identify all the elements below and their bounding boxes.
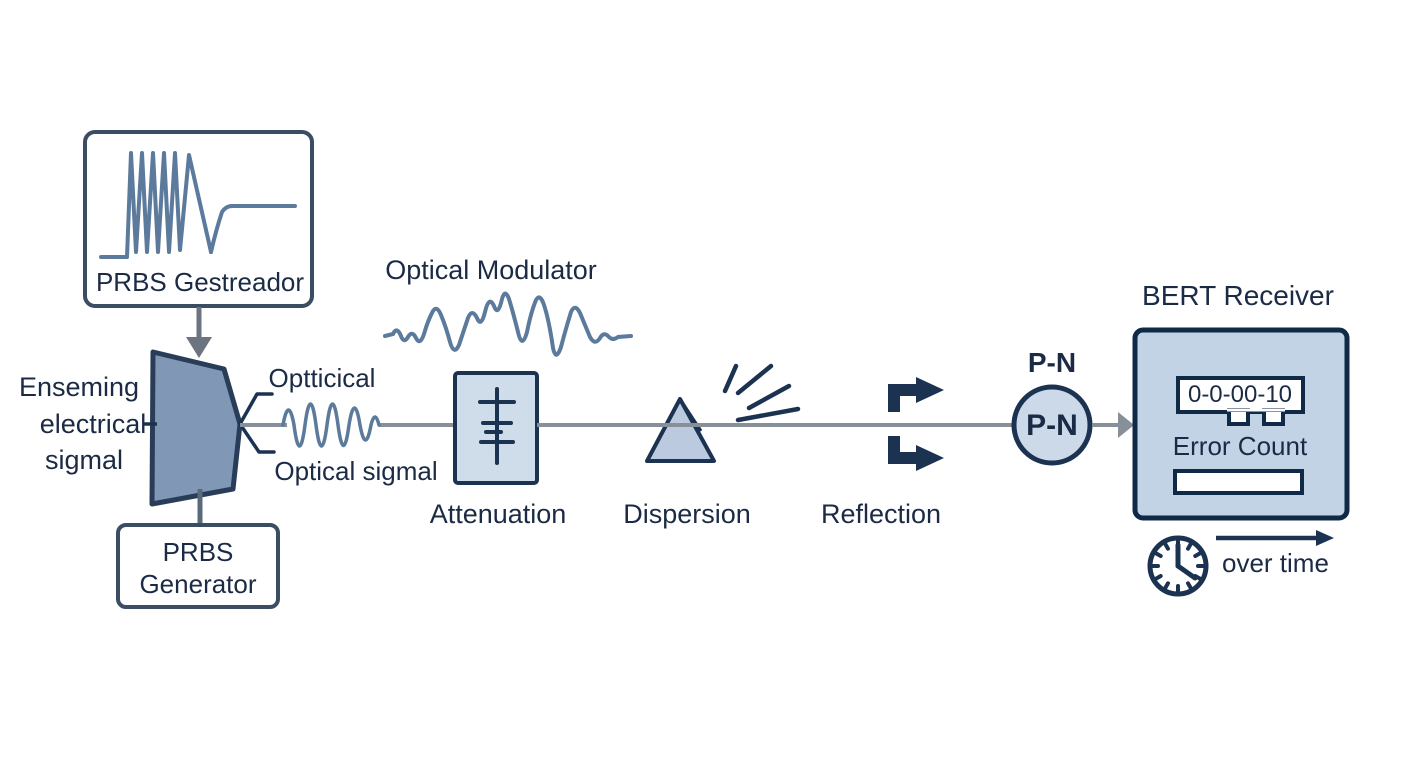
prbs-source-label: PRBS Gestreador bbox=[95, 267, 305, 297]
sine-wave-icon bbox=[281, 402, 381, 448]
modulated-waveform-icon bbox=[383, 291, 633, 357]
over-time-arrow-icon bbox=[1216, 530, 1334, 546]
incoming-signal-label-line3: sigmal bbox=[44, 445, 124, 475]
optical-modulator-label: Optical Modulator bbox=[385, 255, 597, 285]
pn-label-inside: P-N bbox=[1026, 409, 1078, 442]
error-count-label: Error Count bbox=[1172, 431, 1308, 461]
attenuation-label: Attenuation bbox=[429, 499, 567, 529]
attenuator-icon bbox=[478, 387, 516, 465]
clock-icon bbox=[1147, 535, 1209, 597]
prbs-waveform-tail bbox=[209, 204, 297, 254]
error-display-value: 0-0-00-10 bbox=[1187, 381, 1293, 408]
optical-output-top-label: Optticical bbox=[268, 363, 376, 393]
over-time-label: over time bbox=[1222, 548, 1329, 578]
incoming-signal-label-line1: Enseming bbox=[18, 372, 140, 402]
reflection-label: Reflection bbox=[820, 499, 942, 529]
output-branch-lines bbox=[238, 392, 276, 454]
display-notches-icon bbox=[1227, 408, 1285, 426]
pn-label-above: P-N bbox=[1027, 347, 1077, 378]
bert-receiver-title: BERT Receiver bbox=[1142, 280, 1334, 311]
prbs-waveform-icon bbox=[99, 151, 213, 259]
light-rays-icon bbox=[722, 363, 801, 423]
down-arrow-icon bbox=[186, 337, 212, 358]
optical-output-bottom-label: Optical sigmal bbox=[274, 456, 438, 486]
incoming-signal-label-line2: electrical bbox=[39, 409, 147, 439]
prism-icon bbox=[645, 397, 716, 463]
dispersion-label: Dispersion bbox=[623, 499, 751, 529]
error-display bbox=[1176, 376, 1305, 414]
prbs-generator-label-line2: Generator bbox=[139, 569, 257, 599]
error-count-bar bbox=[1173, 469, 1304, 495]
reflection-arrows-icon bbox=[888, 377, 944, 471]
prbs-generator-box bbox=[116, 523, 280, 609]
pn-photodiode bbox=[1011, 384, 1093, 466]
receiver-arrow-icon bbox=[1118, 412, 1134, 438]
modulator-input-shape bbox=[149, 349, 243, 507]
prbs-generator-label-line1: PRBS bbox=[162, 537, 234, 567]
